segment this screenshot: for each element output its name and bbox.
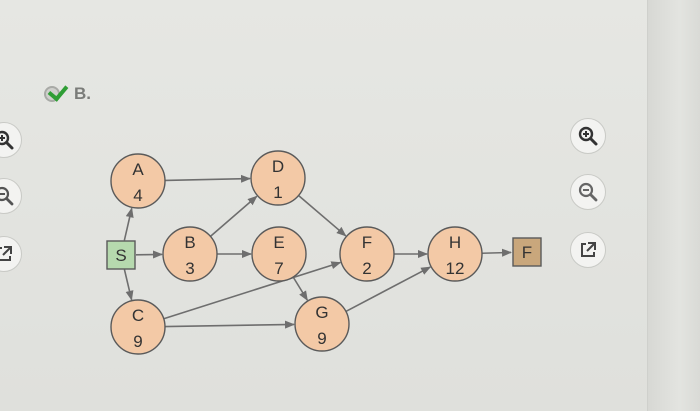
edge-a-d (164, 174, 252, 183)
external-link-button-left[interactable] (0, 236, 22, 272)
edge-s-a (123, 207, 134, 241)
node-square (512, 237, 542, 267)
node-duration: 2 (362, 259, 371, 278)
panel-edge (647, 0, 700, 411)
node-s: S (106, 240, 136, 270)
option-label: B. (74, 84, 91, 103)
edge-c-f (163, 261, 342, 320)
node-h: H 12 (427, 226, 483, 282)
node-fin: F (512, 237, 542, 267)
external-link-icon (581, 242, 596, 257)
node-label: S (115, 246, 126, 265)
node-label: D (272, 157, 284, 176)
edge-d-f (298, 194, 347, 237)
radio-selected-icon[interactable] (44, 80, 69, 102)
node-circle (250, 150, 306, 206)
node-circle (162, 226, 218, 282)
node-duration: 12 (446, 259, 465, 278)
zoom-in-icon (578, 126, 598, 146)
node-square (106, 240, 136, 270)
external-link-icon (0, 246, 12, 261)
node-duration: 7 (274, 259, 283, 278)
edge-s-c (123, 269, 134, 301)
zoom-out-button-left[interactable] (0, 178, 22, 214)
node-d: D1 (250, 150, 306, 206)
node-duration: 9 (133, 332, 142, 351)
node-duration: 1 (273, 183, 282, 202)
node-label: F (362, 233, 372, 252)
edge-b-d (209, 195, 258, 237)
node-label: E (273, 233, 284, 252)
node-c: C9 (110, 299, 166, 355)
node-label: H (449, 233, 461, 252)
zoom-in-button[interactable] (570, 118, 606, 154)
node-e: E7 (251, 226, 307, 282)
node-label: G (315, 303, 328, 322)
node-a: A4 (110, 153, 166, 209)
node-b: B3 (162, 226, 218, 282)
zoom-in-icon (0, 130, 14, 150)
node-label: A (132, 160, 144, 179)
edge-c-g (164, 320, 296, 329)
answer-option-b[interactable]: B. (44, 80, 91, 104)
edge-g-h (345, 266, 432, 313)
node-duration: 3 (185, 259, 194, 278)
node-circle (251, 226, 307, 282)
node-label: B (184, 233, 195, 252)
node-g: G9 (294, 296, 350, 352)
node-label: F (522, 243, 532, 262)
node-duration: 9 (317, 329, 326, 348)
node-circle (427, 226, 483, 282)
zoom-out-icon (578, 182, 598, 202)
node-circle (339, 226, 395, 282)
zoom-out-icon (0, 186, 14, 206)
edge-e-g (292, 276, 309, 301)
node-f: F2 (339, 226, 395, 282)
node-label: C (132, 306, 144, 325)
zoom-out-button[interactable] (570, 174, 606, 210)
node-circle (110, 299, 166, 355)
external-link-button[interactable] (570, 232, 606, 268)
node-circle (110, 153, 166, 209)
node-duration: 4 (133, 186, 142, 205)
node-circle (294, 296, 350, 352)
edge-h-fin (481, 248, 513, 257)
